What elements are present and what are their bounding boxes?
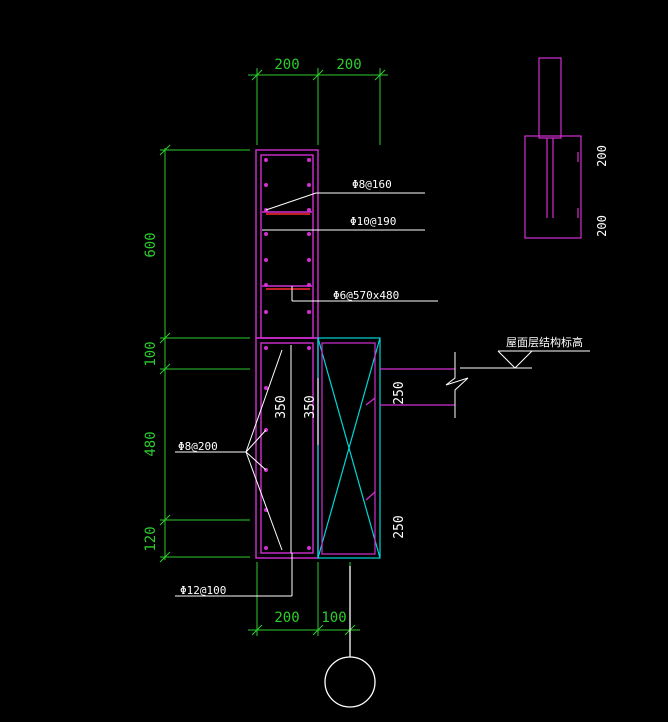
left-dim-100: 100 (143, 341, 159, 366)
rebar-dot (307, 283, 311, 287)
leader-r4-branch (245, 349, 283, 453)
level-triangle (497, 350, 533, 369)
inner-dim-350b: 350 (303, 395, 318, 418)
leader-r1 (265, 192, 317, 211)
tick (251, 624, 263, 636)
highlight-layer (266, 213, 310, 290)
hook (365, 397, 376, 406)
leader-r4-branch (245, 429, 267, 453)
bottom-dim-1: 200 (274, 610, 299, 626)
tick (374, 69, 386, 81)
rebar-dot (307, 310, 311, 314)
level-marker (460, 350, 590, 369)
inner-dim-250b: 250 (392, 515, 407, 538)
leader-r4-branch (245, 451, 267, 471)
rebar-dot (307, 346, 311, 350)
rebar-dot (264, 183, 268, 187)
dimension-text-layer: 200 200 600 100 480 120 200 100 (143, 57, 362, 626)
inner-dim-lines (290, 345, 319, 553)
detail-dims: 200 200 (595, 145, 609, 237)
rebar-label-r4: Φ8@200 (178, 440, 218, 453)
tick (159, 144, 171, 156)
column-cross (317, 337, 381, 559)
tick (159, 514, 171, 526)
parapet-outline (255, 149, 319, 339)
tick (251, 69, 263, 81)
column-stirrup-rect (321, 342, 376, 555)
top-dim-1: 200 (274, 57, 299, 73)
leader-r4-branch (245, 451, 283, 551)
tick (159, 363, 171, 375)
rebar-label-r2: Φ10@190 (350, 215, 396, 228)
rebar-dot (307, 258, 311, 262)
break-line (445, 352, 469, 418)
leaders (175, 192, 438, 597)
parapet-stirrup (260, 154, 314, 339)
axis-marker (324, 566, 376, 708)
beam-outline (255, 337, 319, 559)
left-dim-480: 480 (143, 431, 159, 456)
beam-stirrup (260, 342, 314, 554)
tick (312, 69, 324, 81)
column-section (317, 337, 381, 559)
rebar-dot (307, 232, 311, 236)
rebar-dot (307, 183, 311, 187)
rebar-dots (264, 158, 311, 550)
dimension-layer (159, 68, 388, 636)
inner-dim-350a: 350 (274, 395, 289, 418)
detail-bottom-rect (524, 135, 582, 239)
top-dim-2: 200 (336, 57, 361, 73)
slab (380, 368, 455, 406)
rebar-dot (264, 232, 268, 236)
axis-bubble (324, 656, 376, 708)
rebar-dot (264, 546, 268, 550)
tick (159, 332, 171, 344)
tick (159, 551, 171, 563)
column-stirrup (321, 342, 376, 555)
rebar-label-r1: Φ8@160 (352, 178, 392, 191)
inner-dims: 350 350 250 250 (274, 381, 407, 538)
left-dim-600: 600 (143, 232, 159, 257)
rebar-dot (307, 546, 311, 550)
detail-sketch (524, 57, 582, 239)
break-symbol (445, 352, 469, 418)
rebar-dot (264, 258, 268, 262)
hook (365, 491, 376, 501)
bottom-dim-2: 100 (321, 610, 346, 626)
rebar-dot (307, 208, 311, 212)
rebar-dot (264, 310, 268, 314)
wall-section (255, 149, 319, 559)
column-outline (317, 337, 381, 559)
rebar-dot (264, 386, 268, 390)
level-label: 屋面层结构标高 (506, 335, 583, 349)
detail-dim-1: 200 (595, 145, 609, 167)
tick (312, 624, 324, 636)
rebar-dot (264, 158, 268, 162)
rebar-label-r3: Φ6@570x480 (333, 289, 399, 302)
rebar-label-r5: Φ12@100 (180, 584, 226, 597)
inner-dim-250a: 250 (392, 381, 407, 404)
rebar-dot (264, 346, 268, 350)
rebar-dot (307, 158, 311, 162)
rebar-labels: Φ8@160 Φ10@190 Φ6@570x480 Φ8@200 Φ12@100 (178, 178, 399, 597)
left-dim-120: 120 (143, 526, 159, 551)
detail-top-rect (538, 57, 562, 139)
rebar-dot (264, 283, 268, 287)
detail-dim-2: 200 (595, 215, 609, 237)
